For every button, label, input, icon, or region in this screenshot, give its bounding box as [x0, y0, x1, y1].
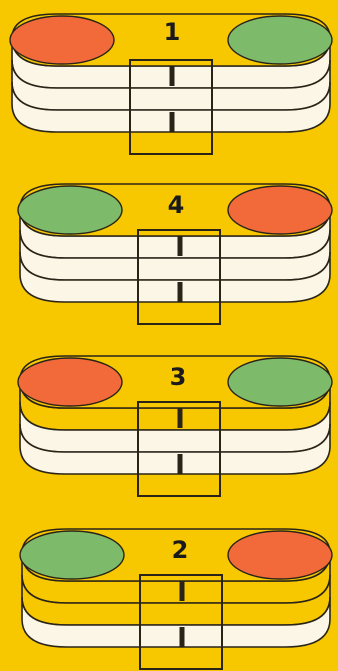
left-disc-green — [18, 186, 122, 234]
right-disc-red — [228, 186, 332, 234]
left-disc-green — [20, 531, 124, 579]
panel-number: 4 — [168, 191, 185, 219]
panel-2: 2 — [20, 529, 332, 669]
panel-number: 3 — [170, 363, 187, 391]
panel-3: 3 — [18, 356, 332, 496]
right-disc-red — [228, 531, 332, 579]
panel-1: 1 — [10, 14, 332, 154]
panel-number: 2 — [172, 536, 189, 564]
left-disc-red — [10, 16, 114, 64]
panel-4: 4 — [18, 184, 332, 324]
right-disc-green — [228, 358, 332, 406]
panel-number: 1 — [164, 18, 181, 46]
right-disc-green — [228, 16, 332, 64]
left-disc-red — [18, 358, 122, 406]
